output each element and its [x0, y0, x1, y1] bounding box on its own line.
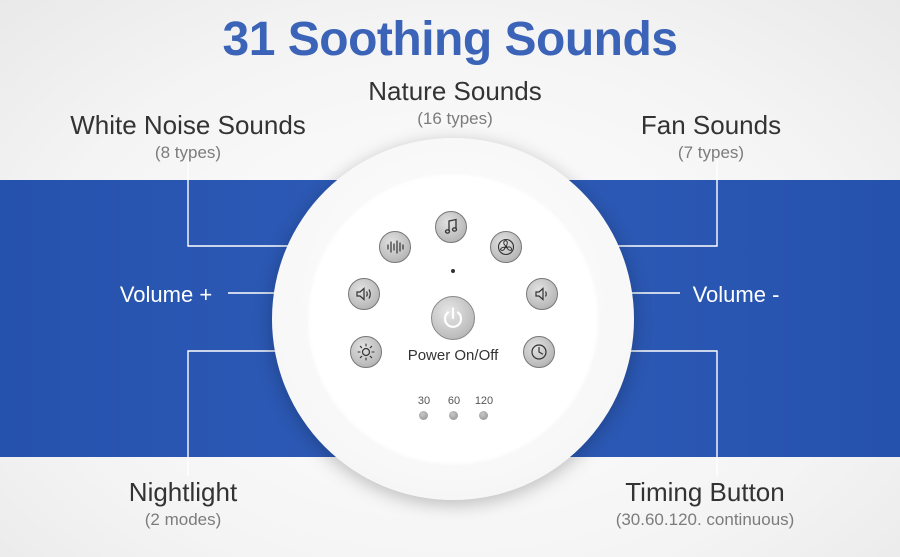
timer-led-60 [449, 411, 458, 420]
label-fan-main: Fan Sounds [640, 110, 782, 140]
power-label: Power On/Off [407, 347, 499, 364]
label-white-noise-sub: (8 types) [154, 143, 222, 162]
label-volume-up: Volume + [104, 280, 228, 310]
label-nature-main: Nature Sounds [368, 76, 542, 106]
volume-down-button[interactable] [526, 278, 558, 310]
volume-up-button[interactable] [348, 278, 380, 310]
label-fan-sub: (7 types) [677, 143, 745, 162]
nature-sounds-button[interactable] [435, 211, 467, 243]
speaker-up-icon [356, 287, 371, 301]
fan-icon [497, 238, 515, 256]
white-noise-button[interactable] [379, 231, 411, 263]
sound-wave-icon [387, 240, 404, 254]
label-nightlight-main: Nightlight [128, 477, 238, 507]
timer-led-30 [419, 411, 428, 420]
music-note-icon [444, 218, 458, 234]
timer-label-120: 120 [474, 395, 494, 407]
nightlight-button[interactable] [350, 336, 382, 368]
power-button[interactable] [431, 296, 475, 340]
label-nature-sounds: Nature Sounds (16 types) [330, 76, 580, 130]
label-white-noise: White Noise Sounds (8 types) [50, 110, 326, 164]
label-timing-button: Timing Button (30.60.120. continuous) [590, 477, 820, 531]
label-nightlight: Nightlight (2 modes) [80, 477, 286, 531]
label-white-noise-main: White Noise Sounds [70, 110, 306, 140]
page-title: 31 Soothing Sounds [222, 13, 679, 66]
label-volume-down: Volume - [676, 280, 796, 310]
label-volume-up-main: Volume + [119, 282, 213, 307]
sound-machine-device: Power On/Off 30 60 120 [272, 138, 634, 500]
timing-button[interactable] [523, 336, 555, 368]
timer-label-60: 60 [447, 395, 461, 407]
indicator-dot [451, 269, 455, 273]
speaker-down-icon [535, 287, 547, 301]
sun-icon [357, 343, 375, 361]
clock-icon [531, 344, 547, 360]
label-timing-sub: (30.60.120. continuous) [615, 510, 795, 529]
timer-led-120 [479, 411, 488, 420]
fan-sounds-button[interactable] [490, 231, 522, 263]
label-nature-sub: (16 types) [417, 109, 493, 128]
label-volume-down-main: Volume - [692, 282, 780, 307]
label-timing-main: Timing Button [625, 477, 785, 507]
timer-label-30: 30 [417, 395, 431, 407]
power-icon [443, 307, 463, 328]
label-fan-sounds: Fan Sounds (7 types) [600, 110, 822, 164]
label-nightlight-sub: (2 modes) [144, 510, 222, 529]
